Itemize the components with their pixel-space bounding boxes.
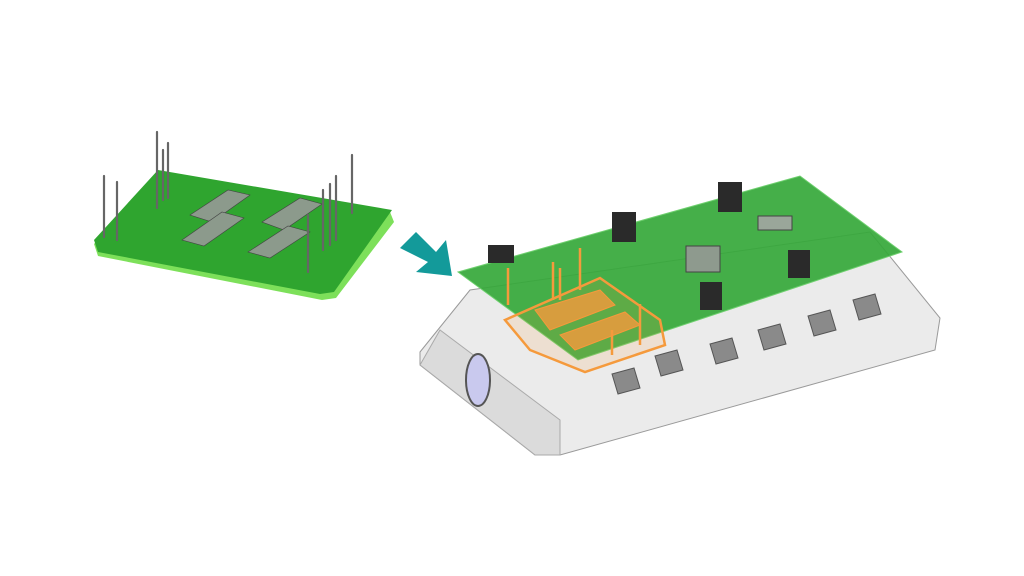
pcb-components — [181, 189, 323, 259]
processor-chip — [685, 245, 721, 273]
terminal-tabs — [611, 293, 882, 395]
ic-chip — [757, 215, 793, 231]
pcb-pins — [102, 130, 354, 274]
housing-front-face — [419, 329, 561, 456]
housing-port — [465, 353, 491, 407]
highlighted-power-stage — [502, 248, 667, 374]
pcb-subassembly — [94, 130, 394, 300]
arrow-right-down-icon — [400, 232, 452, 276]
pcb-board — [94, 170, 392, 294]
pcb-connectors — [488, 182, 810, 310]
assembled-module — [419, 175, 941, 456]
